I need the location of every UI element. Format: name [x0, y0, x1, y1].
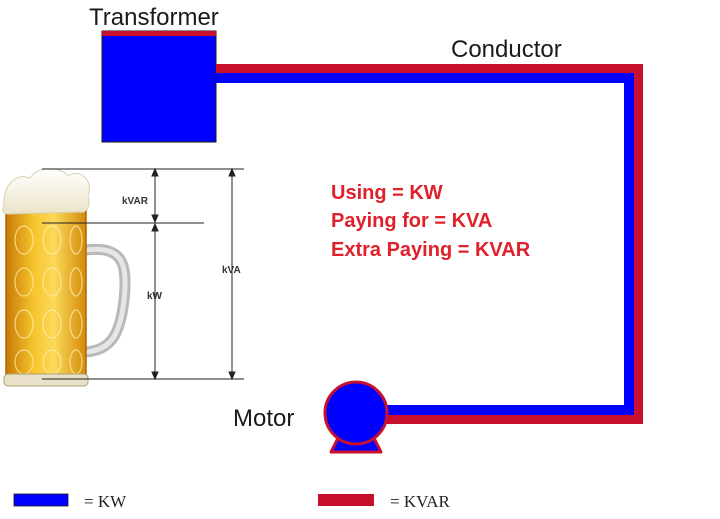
transformer-kvar-strip [102, 31, 216, 36]
note-using: Using = KW [331, 182, 443, 204]
motor-label: Motor [233, 405, 294, 432]
mug-foam [2, 168, 90, 215]
motor [323, 380, 389, 454]
legend-kvar-swatch [318, 494, 374, 506]
mug-measurement-lines [42, 167, 244, 381]
mug-base [3, 373, 89, 387]
motor-body [323, 380, 389, 446]
transformer-label: Transformer [89, 4, 219, 31]
legend-kvar-label: = KVAR [390, 492, 450, 511]
conductor-line [216, 64, 643, 424]
transformer-body [101, 30, 217, 143]
note-extra: Extra Paying = KVAR [331, 239, 531, 261]
mug-handle-inner [83, 246, 128, 355]
beer-mug-image [2, 168, 131, 387]
legend-kw-swatch [13, 493, 69, 507]
transformer [101, 30, 217, 143]
conductor-kvar-layer [216, 64, 643, 424]
kw-label: kW [147, 291, 163, 302]
mug-handle [80, 243, 131, 358]
conductor-kw-layer [216, 73, 634, 415]
mug-glass [5, 197, 87, 385]
legend: = KW = KVAR [13, 492, 450, 511]
conductor-label: Conductor [451, 36, 562, 63]
note-paying: Paying for = KVA [331, 210, 492, 232]
kva-label: kVA [222, 265, 241, 276]
kvar-label: kVAR [122, 196, 149, 207]
legend-kw-label: = KW [84, 492, 127, 511]
mug-dimples [14, 225, 83, 375]
